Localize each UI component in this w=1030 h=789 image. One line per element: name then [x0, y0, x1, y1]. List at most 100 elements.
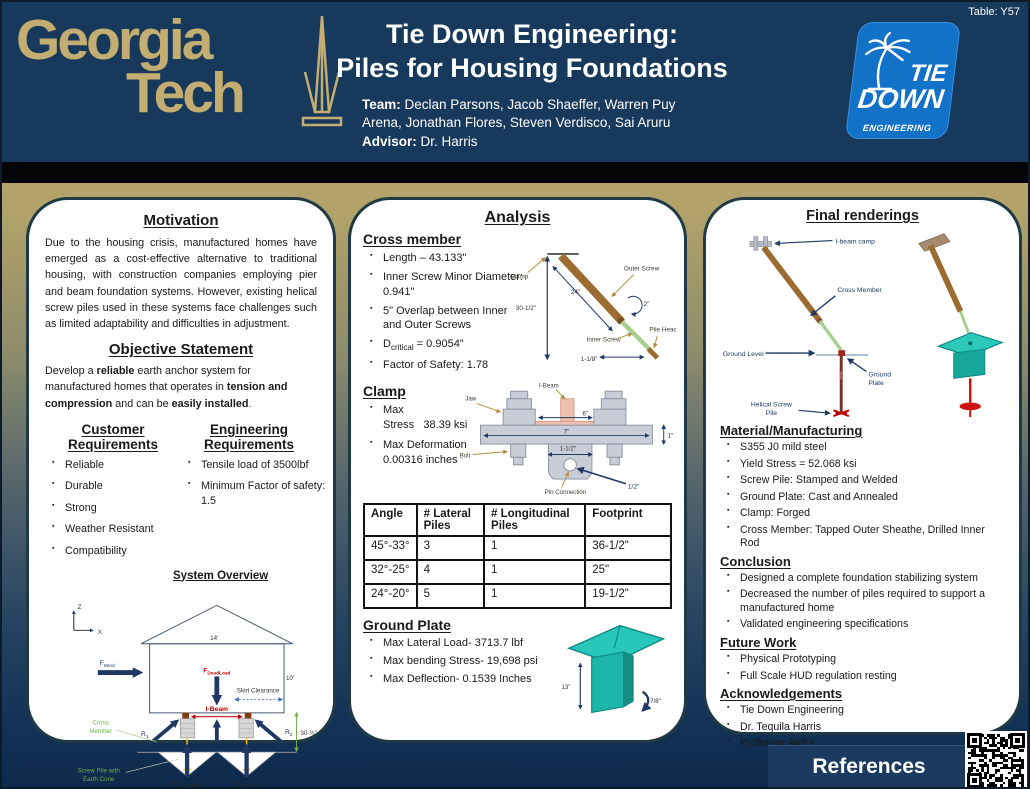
table-header: Angle	[363, 503, 418, 537]
dim-78-arrow	[641, 690, 652, 712]
advisor-label: Advisor:	[362, 133, 417, 149]
table-row: 32°-25° 4 1 25"	[363, 559, 672, 585]
beam-connection	[244, 712, 252, 719]
outer-screw-label: Outer Screw	[624, 266, 660, 273]
beam-connection	[182, 712, 189, 719]
cross-member-pointer	[115, 729, 157, 742]
helical-screw-pile-label: Helical Screw	[751, 401, 792, 408]
web-side	[623, 651, 634, 708]
cross-member-diagram: 30-1/2" Clamp 24" Outer Screw 2" Inner S…	[510, 252, 676, 363]
helix-disc	[959, 402, 981, 411]
final-renderings-diagram: I-beam camp Cross Member Ground Level Gr…	[723, 233, 1004, 418]
analysis-card: Analysis Cross member Length – 43.133" I…	[348, 197, 687, 743]
cross-member-section: Cross member Length – 43.133" Inner Scre…	[363, 231, 676, 373]
advisor-name: Dr. Harris	[416, 133, 478, 149]
poster-title-line1: Tie Down Engineering:	[385, 19, 679, 49]
bullet-item: Cross Member: Tapped Outer Sheathe, Dril…	[727, 524, 1005, 551]
dim-30-label: 30-1/2"	[516, 305, 536, 312]
bullet-item: Decreased the number of piles required t…	[727, 588, 1005, 615]
screw-pile-label: Earth Cone	[83, 776, 115, 783]
clamp-diagram: 6" 7" 1-1/2" 1" 1/2" Jaw I-Beam Bolt Pin…	[460, 382, 673, 496]
objective-seg-bold: easily installed	[171, 397, 249, 410]
motivation-heading: Motivation	[143, 212, 219, 229]
bolt-label: Bolt	[460, 452, 471, 459]
f-uplift-label: FUplift	[209, 745, 225, 754]
cross-member-rod	[761, 245, 823, 323]
jaw-label: Jaw	[465, 396, 476, 403]
cross-member-rod	[927, 244, 964, 313]
screw-pile-label: Screw Pile with	[78, 767, 121, 774]
references-bar: References	[768, 745, 970, 787]
r2-arrow	[254, 718, 283, 743]
plate-connection	[838, 350, 846, 356]
objective-seg: and can be	[112, 397, 172, 410]
poster-title-line2: Piles for Housing Foundations	[336, 52, 728, 83]
right-rendering	[918, 233, 1004, 418]
bullet-item: Tensile load of 3500lbf	[188, 458, 331, 473]
pin-pointer	[561, 471, 569, 488]
bullet-item: Yield Stress = 52.068 ksi	[727, 458, 1005, 472]
pile-head-pointer	[652, 335, 658, 349]
bullet-item: Inner Screw Minor Diameter: 0.941"	[370, 270, 523, 300]
f2-support-label: F2,Support	[233, 777, 261, 787]
left-rendering: I-beam camp Cross Member Ground Level Gr…	[723, 236, 891, 417]
bolt-pointer	[472, 449, 508, 455]
table-cell: 4	[415, 559, 486, 585]
inner-screw-label: Inner Screw	[587, 336, 621, 343]
bullet-item: Weather Resistant	[52, 522, 181, 537]
ground-level-label: Ground Level	[723, 351, 764, 358]
outer-screw-pointer	[611, 274, 635, 297]
dim-13-label: 13"	[561, 684, 570, 691]
tiedown-word-down: DOWN	[856, 84, 946, 114]
cross-member-heading: Cross member	[363, 231, 462, 247]
bullet-item: Ground Plate: Cast and Annealed	[727, 491, 1005, 505]
qr-finder-icon	[1010, 733, 1025, 748]
dim-78-label: 7/8"	[650, 698, 661, 705]
bullet-item: Screw Pile: Stamped and Welded	[727, 474, 1005, 488]
gt-logo-word-tech: Tech	[126, 61, 246, 125]
table-cell: 1	[483, 583, 587, 609]
axes-icon	[71, 609, 94, 632]
i-beam-label: I-Beam	[539, 382, 559, 389]
table-header: # Lateral Piles	[415, 503, 486, 537]
inner-screw-rod	[620, 320, 653, 353]
bullet-item: Designed a complete foundation stabilizi…	[727, 572, 1005, 586]
ground-plate-pointer	[846, 358, 867, 373]
qr-finder-icon	[967, 733, 982, 748]
earth-cones	[157, 751, 277, 777]
clamp-label: Clamp	[510, 274, 529, 281]
ground-plate-heading: Ground Plate	[363, 617, 451, 633]
inner-screw-rod	[818, 320, 843, 352]
system-overview-diagram: Z X 14' 10' FWind FDeadLoad Skirt Cleara…	[71, 604, 317, 787]
skirt-clearance-label: Skirt Clearance	[237, 687, 280, 694]
table-cell: 19-1/2"	[584, 583, 672, 609]
conclusion-heading: Conclusion	[720, 553, 791, 569]
i-beam-clamp-pointer	[774, 239, 833, 247]
clamp-top	[918, 233, 951, 252]
bullet-item: Factor of Safety: 1.78	[370, 358, 523, 373]
requirements-row: Customer Requirements Reliable Durable S…	[45, 422, 325, 566]
dim-2-arc	[627, 295, 643, 317]
offset-dim-label: 30-½"	[300, 729, 316, 736]
bullet-item: 5" Overlap between Inner and Outer Screw…	[370, 304, 523, 334]
axis-z-label: Z	[78, 604, 82, 611]
team-names: Declan Parsons, Jacob Shaeffer, Warren P…	[362, 96, 676, 131]
tech-tower-icon	[301, 15, 343, 127]
dim-6-label: 6"	[582, 411, 588, 418]
pin-connection-label: Pin Connection	[545, 489, 587, 496]
clamp-pointer	[527, 257, 547, 273]
bullet-item: Max bending Stress- 19,698 psi	[370, 654, 558, 669]
dim-118-label: 1-1/8"	[581, 356, 598, 363]
inner-screw-rod	[959, 310, 971, 336]
plate-hole	[968, 341, 973, 346]
objective-seg-bold: tension and compression	[45, 381, 288, 410]
i-beam-pointer	[555, 388, 566, 400]
bullet-item: Validated engineering specifications	[727, 618, 1005, 632]
references-label: References	[812, 755, 926, 778]
bullet-item: Length – 43.133"	[370, 251, 523, 266]
bullet-item: Minimum Factor of safety: 1.5	[188, 479, 331, 508]
team-block: Team: Declan Parsons, Jacob Shaeffer, Wa…	[362, 96, 712, 152]
